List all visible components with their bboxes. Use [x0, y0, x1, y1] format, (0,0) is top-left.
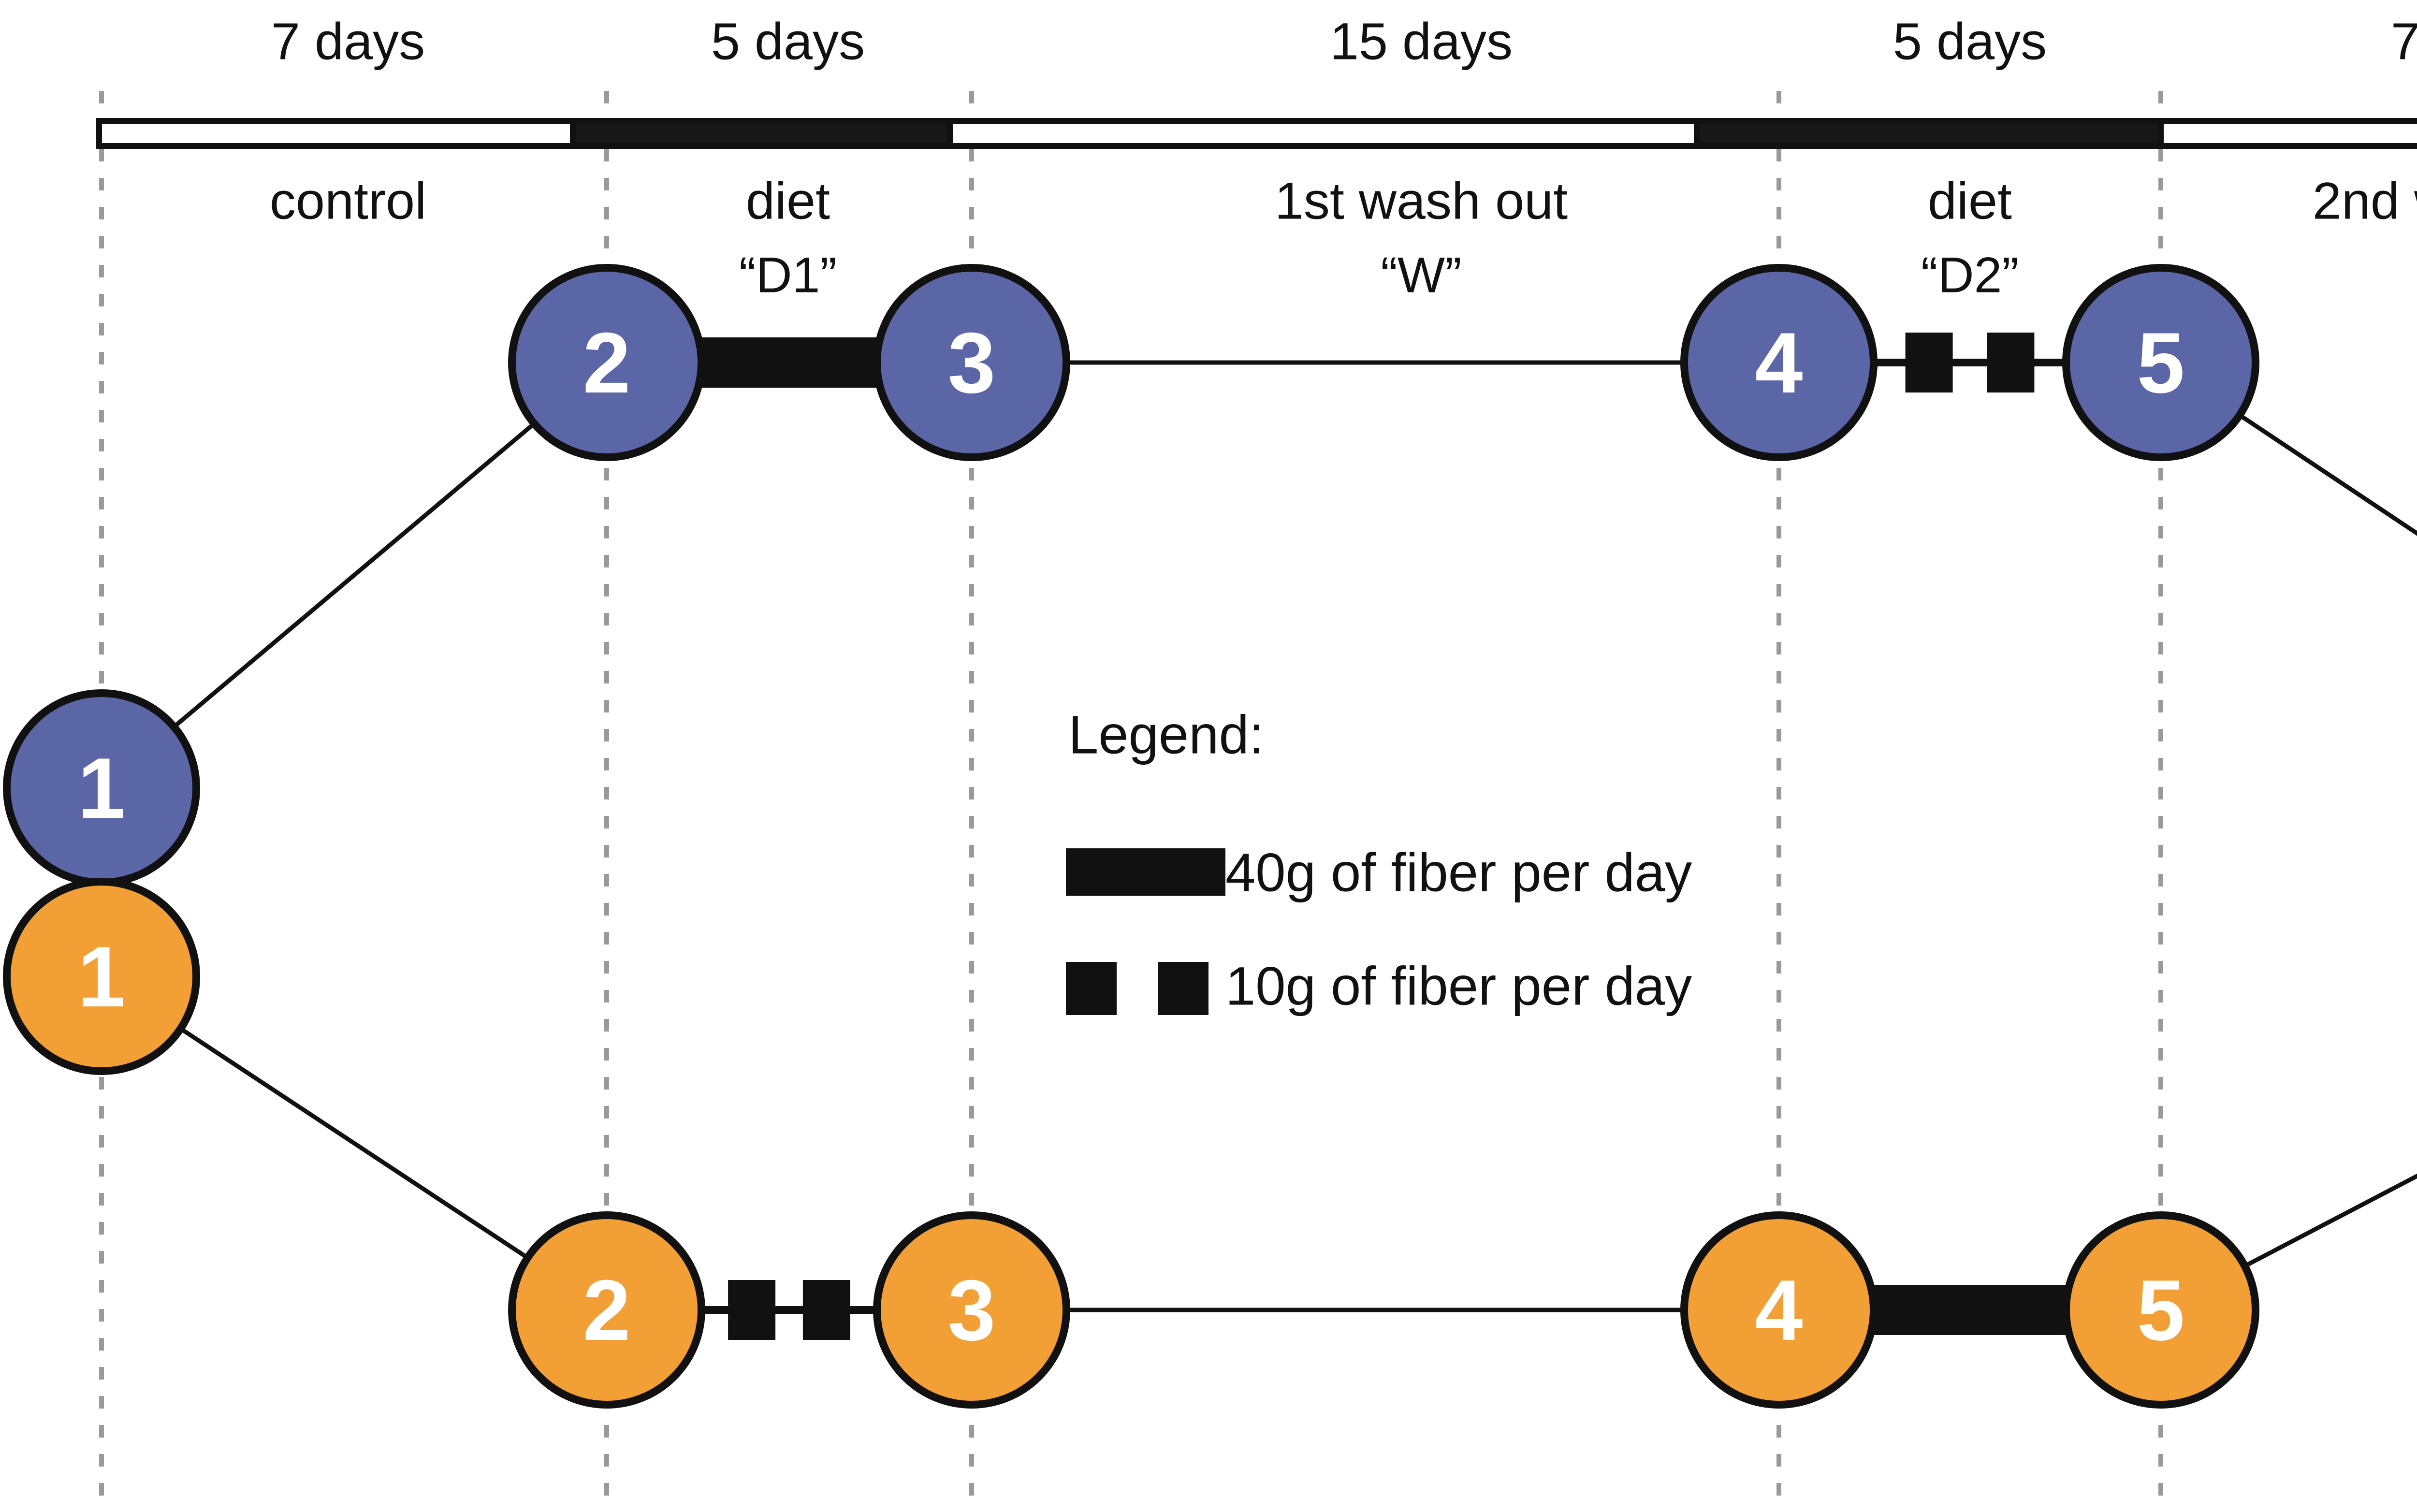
duration-label-1: 5 days — [711, 12, 865, 71]
orange-arm-node-4: 4 — [1680, 1211, 1878, 1409]
orange-arm-node-3: 3 — [873, 1211, 1070, 1409]
node-circle — [3, 878, 200, 1075]
phase-label-0: control — [269, 171, 427, 230]
node-label: 5 — [2137, 1262, 2185, 1358]
period-code-2: “D2” — [1921, 247, 2019, 304]
legend-swatch-10g-block-1 — [1158, 962, 1208, 1015]
node-circle — [508, 264, 705, 461]
arm-links — [173, 333, 2417, 1340]
node-circle — [1680, 1211, 1878, 1409]
phase-label-3: diet — [1927, 171, 2012, 230]
arm-nodes: 123456123456 — [3, 264, 2259, 1409]
blue-arm-node-4: 4 — [1680, 264, 1878, 461]
duration-label-0: 7 days — [271, 12, 425, 71]
blue-arm-link-5-6 — [2238, 413, 2417, 536]
node-circle — [2062, 264, 2259, 461]
period-code-0: “D1” — [739, 247, 837, 304]
orange-arm-node-5: 5 — [2062, 1211, 2259, 1409]
orange-arm-link-1-2 — [179, 1027, 529, 1260]
node-circle — [873, 1211, 1070, 1409]
blue-arm-node-3: 3 — [873, 264, 1070, 461]
node-circle — [2062, 1211, 2259, 1409]
node-label: 1 — [78, 740, 126, 836]
duration-label-3: 5 days — [1893, 12, 2047, 71]
orange-arm-node-1: 1 — [3, 878, 200, 1075]
node-label: 4 — [1755, 1262, 1803, 1358]
legend-swatches — [1066, 848, 1225, 1015]
orange-arm-node-2: 2 — [508, 1211, 705, 1409]
orange-arm-link-5-6 — [2243, 1173, 2417, 1268]
legend-swatch-40g — [1066, 848, 1225, 896]
timeline-segment-3 — [1694, 118, 2164, 149]
legend-label-10g: 10g of fiber per day — [1225, 956, 1692, 1017]
duration-label-4: 7 days — [2390, 12, 2417, 71]
node-label: 5 — [2137, 315, 2185, 411]
legend-title: Legend: — [1068, 704, 1264, 765]
timeline-segment-1 — [570, 118, 953, 149]
node-circle — [873, 264, 1070, 461]
timeline-segment-4 — [2158, 118, 2417, 149]
node-label: 4 — [1755, 315, 1803, 411]
node-label: 3 — [948, 315, 996, 411]
blue-arm-link-4-5-block-1 — [1987, 333, 2035, 393]
node-label: 1 — [78, 929, 126, 1025]
node-label: 3 — [948, 1262, 996, 1358]
legend-label-40g: 40g of fiber per day — [1225, 842, 1692, 903]
blue-arm-node-5: 5 — [2062, 264, 2259, 461]
blue-arm-link-4-5-block-0 — [1905, 333, 1953, 393]
orange-arm-link-4-5 — [1868, 1285, 2072, 1335]
phase-label-2: 1st wash out — [1274, 171, 1568, 230]
orange-arm-link-2-3-block-0 — [728, 1280, 776, 1340]
blue-arm-node-1: 1 — [3, 689, 200, 887]
timeline-segment-2 — [947, 118, 1700, 149]
node-label: 2 — [583, 315, 631, 411]
orange-arm-link-2-3-block-1 — [802, 1280, 850, 1340]
blue-arm-link-2-3 — [696, 337, 883, 388]
phase-label-4: 2nd wash out — [2312, 171, 2417, 230]
node-circle — [1680, 264, 1878, 461]
legend-swatch-10g-block-0 — [1066, 962, 1117, 1015]
phase-label-1: diet — [745, 171, 830, 230]
node-label: 2 — [583, 1262, 631, 1358]
node-circle — [508, 1211, 705, 1409]
blue-arm-node-2: 2 — [508, 264, 705, 461]
duration-label-2: 15 days — [1329, 12, 1513, 71]
timeline-segment-0 — [96, 118, 576, 149]
blue-arm-link-1-2 — [173, 422, 536, 729]
period-code-1: “W” — [1381, 247, 1462, 304]
timeline-bar — [96, 118, 2417, 149]
